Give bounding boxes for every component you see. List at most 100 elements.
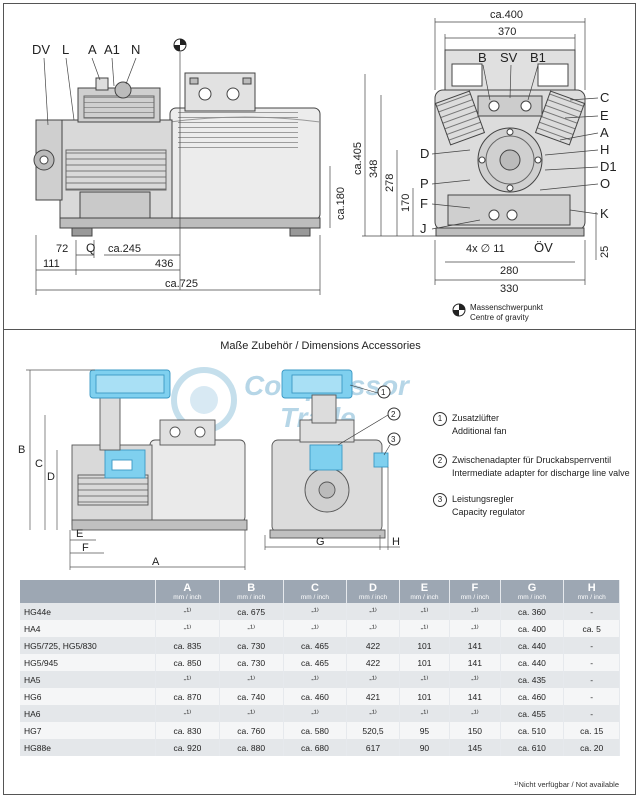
- table-cell: 90: [399, 739, 451, 756]
- dim-280: 280: [500, 265, 518, 277]
- acc-front-view: [269, 369, 389, 539]
- table-cell-model: HG5/725, HG5/830: [20, 637, 156, 654]
- table-cell: ca. 830: [155, 722, 220, 739]
- table-cell: ca. 730: [219, 654, 284, 671]
- dim-436: 436: [155, 258, 173, 270]
- side-view-compressor: [33, 72, 321, 237]
- acc-dim-g: G: [316, 536, 325, 548]
- table-cell: -¹⁾: [346, 671, 400, 688]
- section-divider: [3, 329, 636, 330]
- table-cell: 141: [449, 654, 501, 671]
- table-cell: ca. 455: [500, 705, 565, 722]
- side-view-labels: DV L A A1 N: [32, 42, 140, 57]
- label-l: L: [62, 42, 69, 57]
- table-cell: 141: [449, 688, 501, 705]
- table-cell: -¹⁾: [155, 671, 220, 688]
- table-cell: ca. 460: [500, 688, 565, 705]
- table-cell: 145: [449, 739, 501, 756]
- table-cell-model: HA6: [20, 705, 156, 722]
- table-footnote: ¹⁾Nicht verfügbar / Not available: [514, 780, 619, 789]
- table-cell: -¹⁾: [399, 671, 451, 688]
- table-cell: -¹⁾: [449, 671, 501, 688]
- legend-de-1: Zusatzlüfter: [452, 413, 500, 423]
- table-cell: -¹⁾: [283, 620, 348, 637]
- table-cell-model: HG44e: [20, 603, 156, 620]
- acc-callout-leaders: [337, 384, 391, 456]
- table-cell: ca. 835: [155, 637, 220, 654]
- table-cell: 617: [346, 739, 400, 756]
- label-p: P: [420, 176, 429, 191]
- label-b: B: [478, 50, 487, 65]
- table-cell: -¹⁾: [399, 620, 451, 637]
- table-cell-model: HG7: [20, 722, 156, 739]
- table-row: HG44e -¹⁾ca. 675-¹⁾-¹⁾-¹⁾-¹⁾ca. 360-: [20, 603, 620, 620]
- table-cell-model: HA4: [20, 620, 156, 637]
- dim-278: 278: [384, 174, 396, 192]
- table-cell-model: HG6: [20, 688, 156, 705]
- cog-legend: Massenschwerpunkt Centre of gravity: [470, 303, 543, 323]
- table-cell: -: [563, 705, 620, 722]
- table-cell: -¹⁾: [219, 620, 284, 637]
- table-cell: ca. 510: [500, 722, 565, 739]
- table-cell-model: HA5: [20, 671, 156, 688]
- table-cell: ca. 880: [219, 739, 284, 756]
- dim-330: 330: [500, 283, 518, 295]
- table-cell: ca. 675: [219, 603, 284, 620]
- table-cell: 150: [449, 722, 501, 739]
- cog-mark-side: [173, 38, 187, 290]
- acc-dim-d: D: [47, 471, 55, 483]
- label-ov: ÖV: [534, 240, 553, 255]
- table-cell: -: [563, 671, 620, 688]
- label-a1: A1: [104, 42, 120, 57]
- dim-72: 72: [56, 243, 68, 255]
- label-n: N: [131, 42, 140, 57]
- label-b1: B1: [530, 50, 546, 65]
- label-q: Q: [86, 241, 95, 255]
- dim-25: 25: [599, 246, 611, 258]
- table-cell: -¹⁾: [155, 620, 220, 637]
- acc-callouts: 1 2 3: [377, 385, 401, 446]
- dim-111: 111: [43, 258, 60, 270]
- acc-side-dim-texts: B C D E F A: [18, 444, 160, 568]
- table-cell: ca. 15: [563, 722, 620, 739]
- table-cell: -¹⁾: [399, 705, 451, 722]
- label-k: K: [600, 206, 609, 221]
- table-cell: -¹⁾: [346, 620, 400, 637]
- table-cell: 101: [399, 654, 451, 671]
- table-cell: -¹⁾: [399, 603, 451, 620]
- label-f: F: [420, 196, 428, 211]
- cog-legend-en: Centre of gravity: [470, 313, 529, 322]
- table-cell: -: [563, 637, 620, 654]
- legend-num-2: 2: [433, 454, 447, 468]
- table-cell: ca. 460: [283, 688, 348, 705]
- side-dimension-texts: 72 Q ca.245 111 436 ca.725 ca.180: [43, 187, 347, 290]
- table-cell: 422: [346, 637, 400, 654]
- table-cell: -¹⁾: [283, 705, 348, 722]
- top-technical-drawing: DV L A A1 N 72 Q ca.245 111 436 ca.725: [32, 9, 617, 295]
- legend-num-3: 3: [433, 493, 447, 507]
- acc-dim-b: B: [18, 444, 25, 456]
- table-cell: ca. 360: [500, 603, 565, 620]
- legend-en-2: Intermediate adapter for discharge line …: [452, 468, 630, 478]
- table-cell-model: HG5/945: [20, 654, 156, 671]
- table-cell: -¹⁾: [283, 603, 348, 620]
- label-e: E: [600, 108, 609, 123]
- table-cell: -¹⁾: [219, 671, 284, 688]
- callout-3: 3: [391, 435, 396, 444]
- table-cell: ca. 440: [500, 637, 565, 654]
- table-cell: ca. 20: [563, 739, 620, 756]
- acc-dim-e: E: [76, 528, 83, 540]
- dim-348: 348: [368, 160, 380, 178]
- dim-ca180: ca.180: [335, 187, 347, 220]
- accessories-title: Maße Zubehör / Dimensions Accessories: [220, 340, 421, 352]
- acc-front-dim-texts: G H: [316, 536, 400, 548]
